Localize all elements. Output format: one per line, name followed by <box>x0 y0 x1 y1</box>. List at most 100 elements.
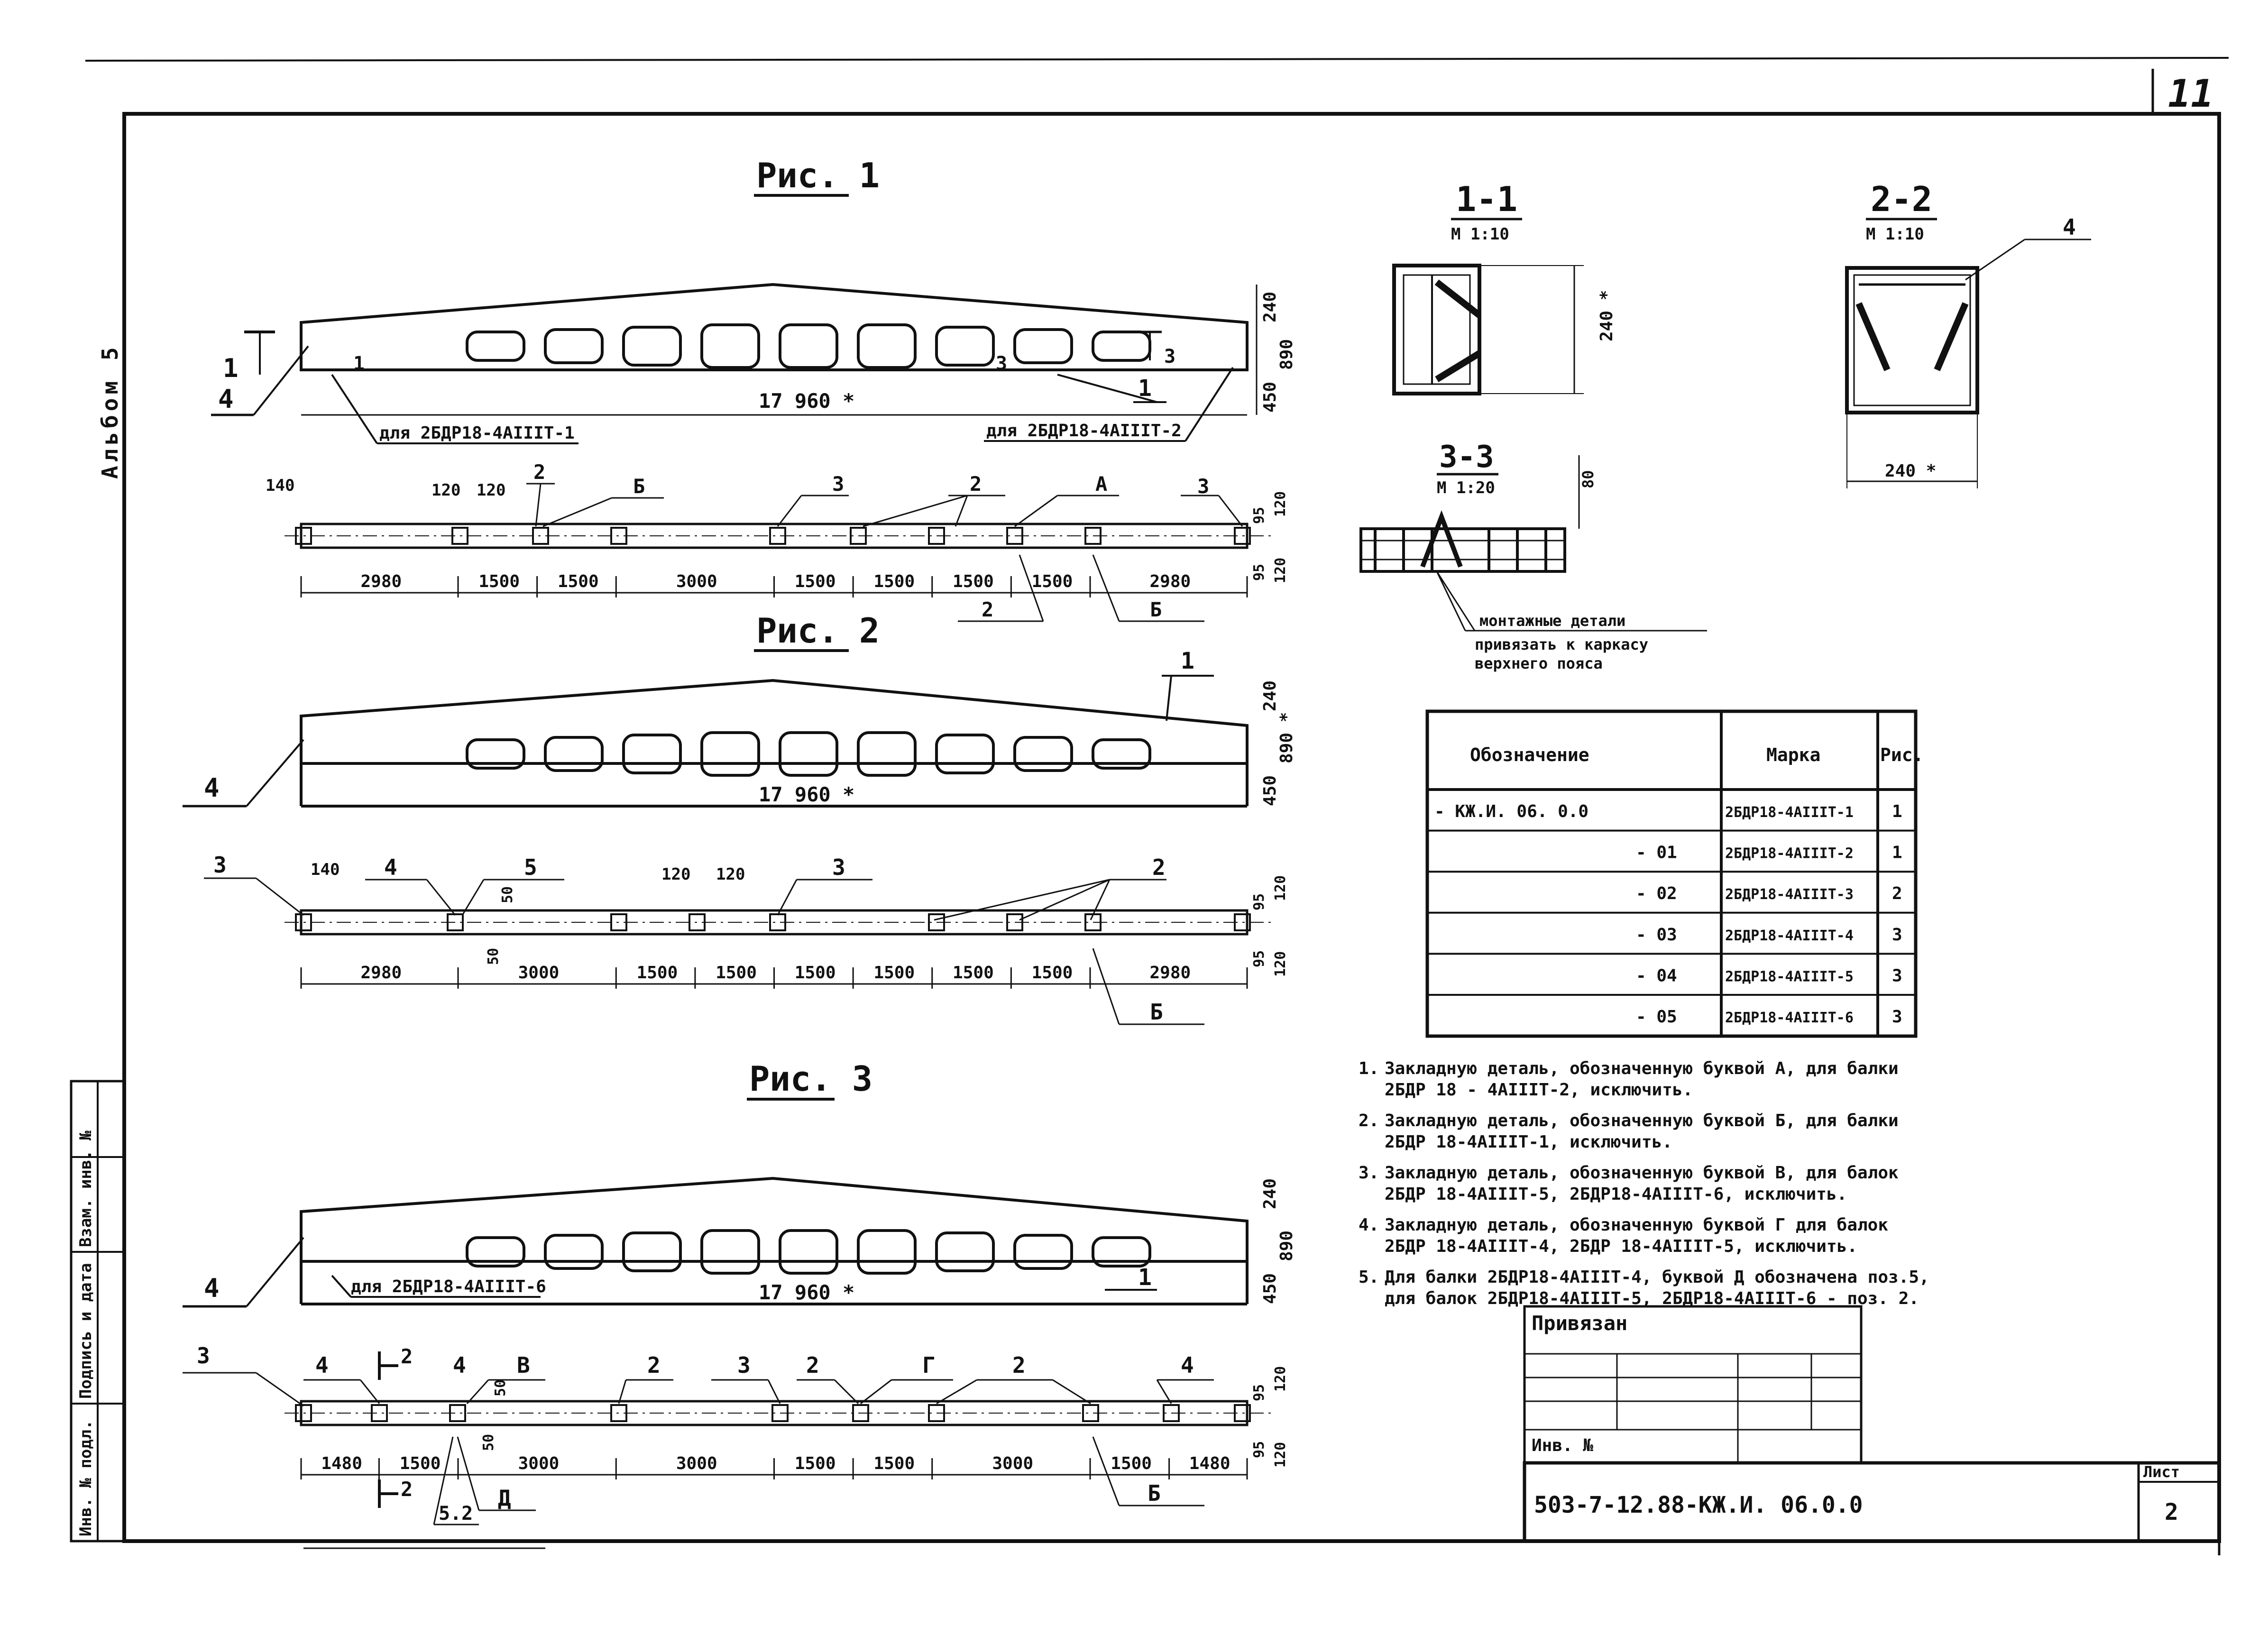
plan-dim-value: 1500 <box>953 963 994 983</box>
fig2-plan-top-120a: 120 <box>661 865 690 884</box>
embedded-part <box>1234 527 1251 545</box>
plan-dim-value: 2980 <box>361 572 402 591</box>
web-opening <box>857 1229 917 1275</box>
fig2-h-bot: 450 <box>1260 775 1280 806</box>
spec-row-oboznachenie: - 05 <box>1636 1007 1677 1027</box>
spec-row-oboznachenie: - 04 <box>1636 966 1677 985</box>
fig2-plan-callout-3a: 3 <box>213 852 227 878</box>
fig1-elevation: Рис. 1 17 960 * 240 890 450 4 1 1 3 3 1 … <box>211 156 1296 444</box>
fig2-plan-side-95a: 95 <box>1251 893 1267 910</box>
web-opening <box>544 328 604 364</box>
fig2-elevation: Рис. 2 17 960 * 240 890 * 450 1 4 <box>183 611 1296 808</box>
fig3-length: 17 960 * <box>759 1281 854 1304</box>
fig3-plan-callout-3a: 3 <box>197 1343 210 1369</box>
title-stamp: Привязан Инв. № 503-7-12.88-КЖ.И. 06.0.0… <box>1523 1305 2221 1543</box>
spec-header-marka: Марка <box>1766 744 1820 765</box>
fig2-plan-small-50b: 50 <box>485 948 502 965</box>
embedded-part <box>850 527 867 545</box>
stamp-col-podpis: Подпись и дата <box>76 1263 95 1399</box>
plan-dim-value: 1500 <box>1032 572 1073 591</box>
plan-dim-value: 1500 <box>795 572 836 591</box>
fig3-plan-side-120b: 120 <box>1272 1442 1289 1468</box>
note-line: Закладную деталь, обозначенную буквой А,… <box>1385 1059 1899 1078</box>
embedded-part <box>371 1404 388 1422</box>
spec-row-marka: 2БДР18-4АIIIТ-6 <box>1725 1010 1854 1026</box>
web-opening <box>779 731 838 777</box>
embedded-part <box>610 527 627 545</box>
stamp-list-no: 2 <box>2165 1499 2178 1525</box>
web-opening <box>779 1229 838 1275</box>
fig2-openings <box>466 731 1151 777</box>
fig1-note-right: для 2БДР18-4АIIIТ-2 <box>986 421 1182 441</box>
web-opening <box>1013 1234 1073 1270</box>
plan-dim-value: 1500 <box>795 1454 836 1473</box>
note-number: 3. <box>1359 1163 1379 1183</box>
fig2-h-top: 240 <box>1260 680 1280 711</box>
fig3-plan-callout-2b: 2 <box>806 1352 819 1378</box>
sec33-note-3: верхнего пояса <box>1475 654 1603 672</box>
embedded-part <box>532 527 549 545</box>
fig1-plan-top-dim-120a: 120 <box>432 481 460 500</box>
notes: 1.Закладную деталь, обозначенную буквой … <box>1359 1059 1929 1308</box>
embedded-part <box>451 527 468 545</box>
embedded-part <box>852 1404 869 1422</box>
web-opening <box>544 1234 604 1270</box>
fig1-plan-side-95b: 95 <box>1251 564 1267 581</box>
fig3-h-bot: 450 <box>1260 1273 1280 1304</box>
plan-dim-value: 1500 <box>953 572 994 591</box>
note-line: 2БДР 18 - 4АIIIТ-2, исключить. <box>1385 1080 1693 1100</box>
sec22-scale: М 1:10 <box>1866 225 1924 244</box>
plan-dim-value: 1500 <box>716 963 757 983</box>
sec33-dim: 80 <box>1579 470 1597 488</box>
plan-dim-value: 1480 <box>1189 1454 1230 1473</box>
embedded-part <box>295 913 312 931</box>
embedded-part <box>1163 1404 1180 1422</box>
embedded-part <box>1082 1404 1099 1422</box>
fig2-plan-side-120a: 120 <box>1272 875 1289 901</box>
fig1-note-left: для 2БДР18-4АIIIТ-1 <box>379 423 575 443</box>
fig1-plan-callout-3b: 3 <box>1197 475 1209 498</box>
fig2-h-mid: 890 * <box>1277 712 1296 763</box>
fig2-title: Рис. 2 <box>756 611 880 651</box>
spec-row-oboznachenie: - 02 <box>1636 884 1677 903</box>
note-line: 2БДР 18-4АIIIТ-1, исключить. <box>1385 1132 1672 1152</box>
plan-dim-value: 2980 <box>1149 572 1191 591</box>
web-opening <box>700 731 760 777</box>
fig2-plan-callout-5: 5 <box>524 854 537 880</box>
web-opening <box>700 1229 760 1275</box>
fig3-plan-side-120a: 120 <box>1272 1366 1289 1392</box>
embedded-part <box>1234 1404 1251 1422</box>
plan-dim-value: 1500 <box>1032 963 1073 983</box>
note-line: Закладную деталь, обозначенную буквой Б,… <box>1385 1111 1899 1130</box>
spec-row-ris: 3 <box>1892 925 1902 945</box>
plan-dim-value: 3000 <box>992 1454 1033 1473</box>
fig3-plan-callout-3b: 3 <box>737 1352 751 1378</box>
fig3-plan-callout-2a: 2 <box>647 1352 661 1378</box>
fig3-plan-callout-4b: 4 <box>453 1352 466 1378</box>
web-opening <box>700 323 760 369</box>
fig3-plan-inserts <box>295 1404 1251 1422</box>
spec-row-marka: 2БДР18-4АIIIТ-1 <box>1725 804 1854 821</box>
fig2-length: 17 960 * <box>759 783 854 806</box>
fig3-plan-side-95b: 95 <box>1251 1441 1267 1458</box>
fig2-plan-side-95b: 95 <box>1251 950 1267 967</box>
plan-dim-value: 3000 <box>676 572 717 591</box>
sec33-title: 3-3 <box>1439 440 1494 475</box>
spec-row-marka: 2БДР18-4АIIIТ-3 <box>1725 886 1854 903</box>
sec22-dim: 240 * <box>1885 461 1936 481</box>
spec-row-oboznachenie: - КЖ.И. 06. 0.0 <box>1434 802 1589 821</box>
sec11-dim: 240 * <box>1597 290 1616 341</box>
web-opening <box>857 323 917 369</box>
plan-dim-value: 1500 <box>873 572 915 591</box>
fig1-plan-callout-2a: 2 <box>533 460 545 484</box>
note-line: Для балки 2БДР18-4АIIIТ-4, буквой Д обоз… <box>1385 1268 1929 1287</box>
web-opening <box>1092 738 1151 770</box>
fig1-openings <box>466 323 1151 369</box>
fig3-plan-callout-D: Д <box>498 1485 511 1511</box>
embedded-part <box>295 527 312 545</box>
web-opening <box>622 734 682 774</box>
fig1-section-3-left: 3 <box>996 353 1007 375</box>
embedded-part <box>1006 913 1023 931</box>
